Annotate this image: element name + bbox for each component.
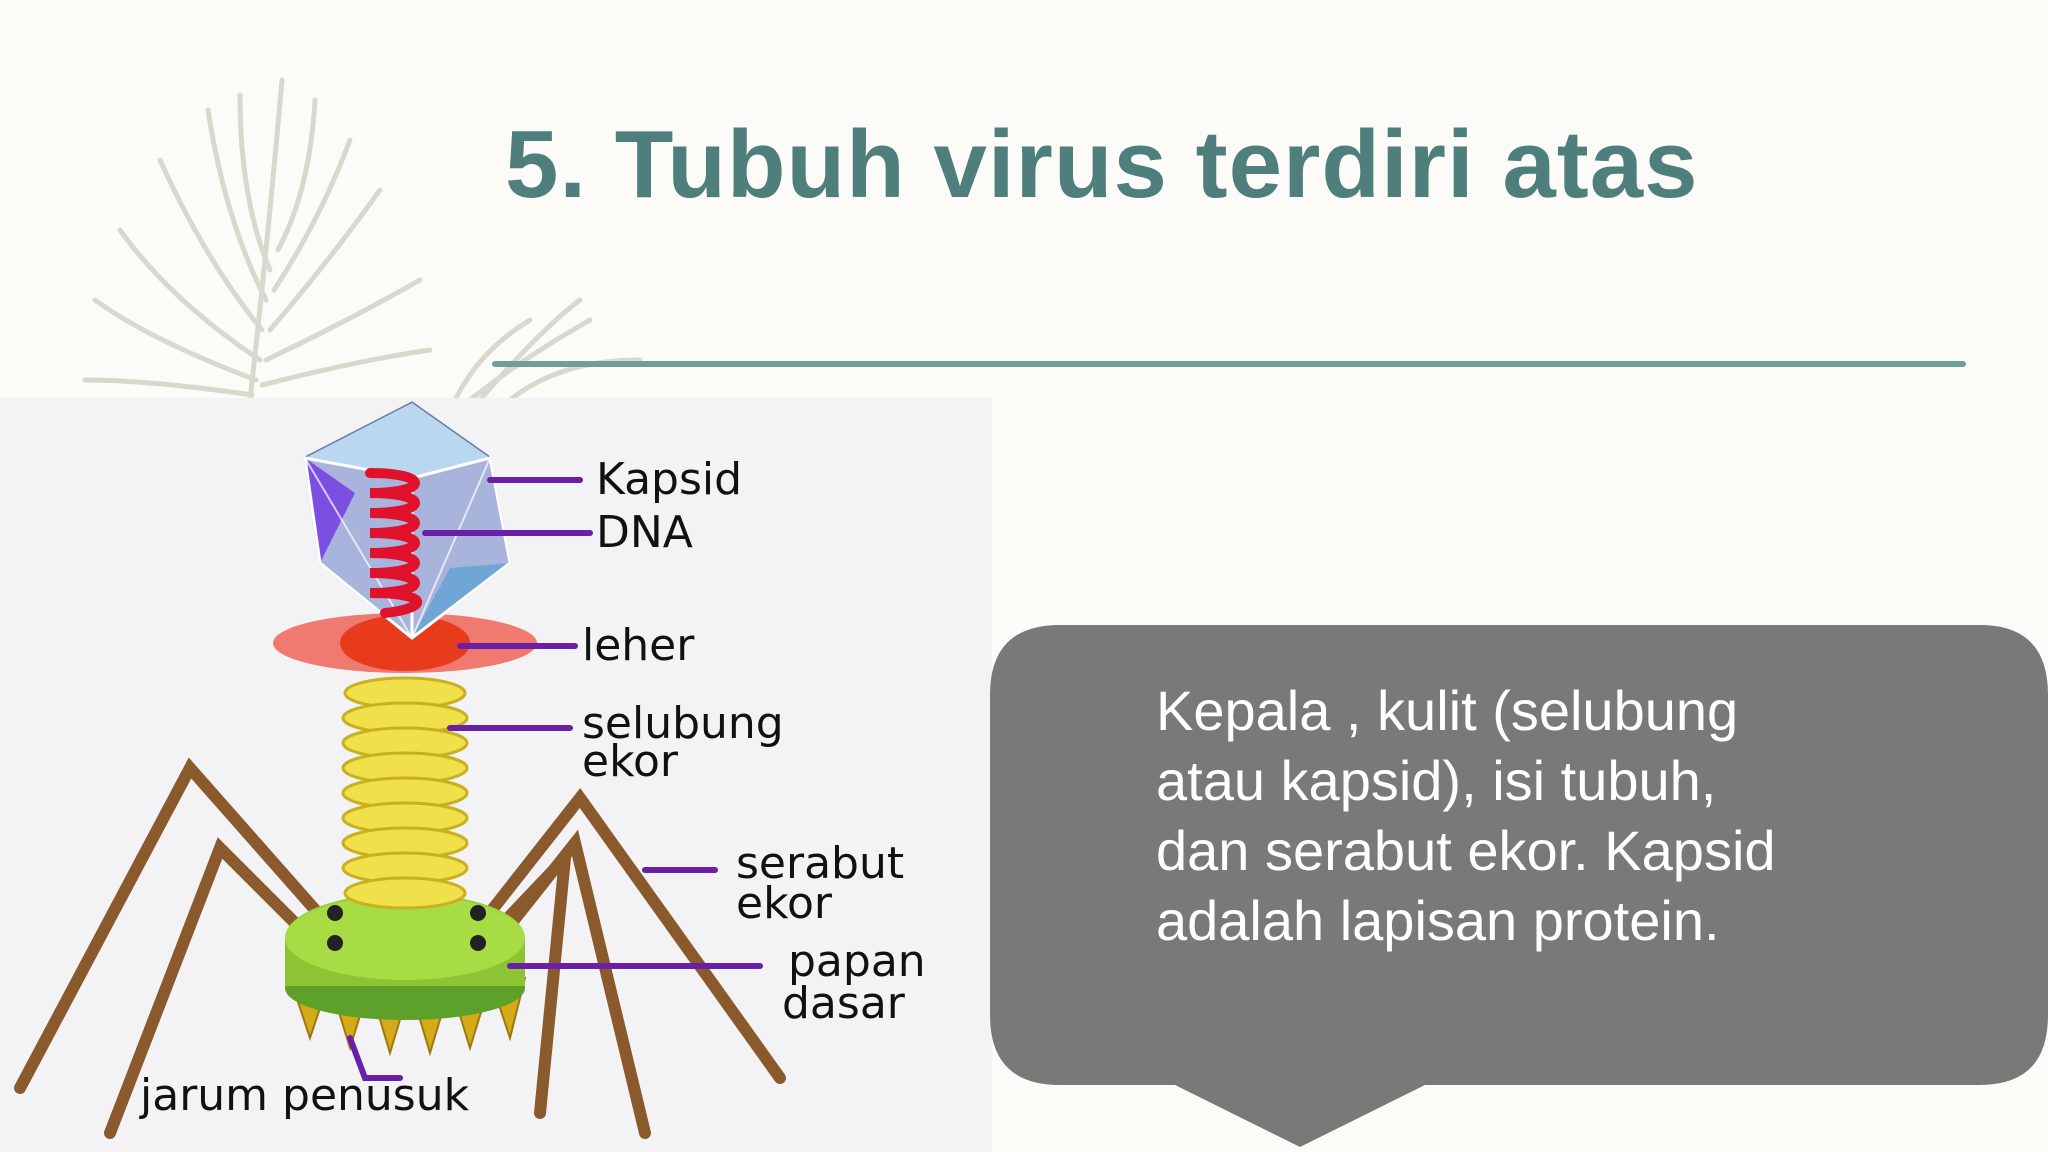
label-dna: DNA xyxy=(596,507,693,558)
label-leher: leher xyxy=(582,620,695,671)
label-jarum-penusuk: jarum penusuk xyxy=(139,1070,470,1121)
callout-line: adalah lapisan protein. xyxy=(1156,889,1720,952)
label-papan-dasar-line2: dasar xyxy=(782,978,906,1029)
callout-text: Kepala , kulit (selubung atau kapsid), i… xyxy=(1156,676,1916,956)
callout-bubble xyxy=(990,625,2048,1147)
slide-title: 5. Tubuh virus terdiri atas xyxy=(505,111,1699,218)
label-selubung-ekor-line1: selubung xyxy=(582,698,784,749)
label-serabut-ekor-line1: serabut xyxy=(736,838,904,889)
label-selubung-ekor-line2: ekor xyxy=(582,736,679,787)
leaf-decoration-icon xyxy=(82,77,643,400)
title-divider xyxy=(492,361,1966,367)
bacteriophage-icon: Kapsid DNA leher selubung ekor serabut e… xyxy=(14,401,926,1139)
callout-line: dan serabut ekor. Kapsid xyxy=(1156,819,1776,882)
callout-line: Kepala , kulit (selubung xyxy=(1156,679,1739,742)
bacteriophage-diagram: Kapsid DNA leher selubung ekor serabut e… xyxy=(0,398,992,1152)
callout-line: atau kapsid), isi tubuh, xyxy=(1156,749,1717,812)
label-kapsid: Kapsid xyxy=(596,454,742,505)
label-serabut-ekor-line2: ekor xyxy=(736,878,833,929)
label-papan-dasar-line1: papan xyxy=(788,936,926,987)
